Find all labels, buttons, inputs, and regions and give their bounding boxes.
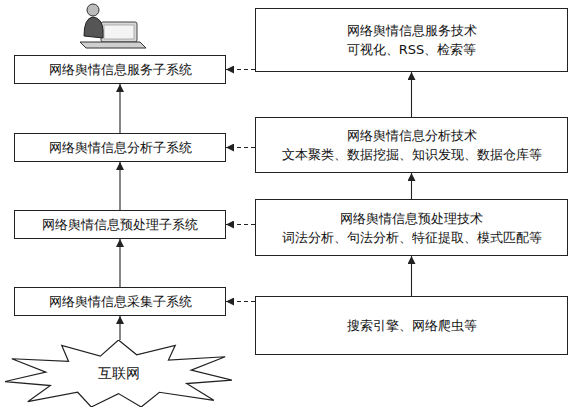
flow-arrow: [226, 224, 255, 225]
flow-arrow: [119, 316, 120, 340]
monitor-shape: [101, 22, 137, 42]
flow-arrow: [411, 173, 412, 199]
process-box: 网络舆情信息分析子系统: [14, 133, 226, 162]
body-shape: [84, 17, 103, 38]
node-title: 网络舆情信息分析技术: [347, 126, 477, 145]
desk-shape: [80, 42, 146, 48]
node-title: 搜索引擎、网络爬虫等: [347, 316, 477, 335]
node-title: 互联网: [98, 364, 140, 383]
user-icon: [80, 4, 146, 48]
node-title: 网络舆情信息服务技术: [347, 21, 477, 40]
flow-arrow: [119, 239, 120, 287]
flow-arrow: [226, 301, 255, 302]
node-title: 网络舆情信息分析子系统: [49, 138, 192, 157]
flow-arrow: [119, 84, 120, 133]
node-title: 网络舆情信息服务子系统: [49, 60, 192, 79]
node-body: 可视化、RSS、检索等: [347, 40, 477, 59]
flow-arrow: [411, 72, 412, 117]
flow-arrow: [119, 162, 120, 210]
head-shape: [87, 4, 99, 16]
node-title: 网络舆情信息预处理子系统: [42, 215, 198, 234]
flow-arrow: [226, 147, 255, 148]
process-box: 网络舆情信息服务子系统: [14, 55, 226, 84]
node-body: 文本聚类、数据挖掘、知识发现、数据仓库等: [282, 145, 542, 164]
process-box: 网络舆情信息采集子系统: [14, 287, 226, 316]
process-box: 网络舆情信息分析技术文本聚类、数据挖掘、知识发现、数据仓库等: [255, 117, 568, 173]
node-body: 词法分析、句法分析、特征提取、模式匹配等: [282, 228, 542, 247]
cloud-burst-node: 互联网: [5, 340, 232, 407]
flow-arrow: [411, 256, 412, 296]
burst-shape: [5, 340, 232, 407]
flow-arrow: [226, 69, 255, 70]
screen-shape: [104, 25, 134, 39]
process-box: 搜索引擎、网络爬虫等: [255, 296, 568, 355]
process-box: 网络舆情信息预处理技术词法分析、句法分析、特征提取、模式匹配等: [255, 199, 568, 256]
node-title: 网络舆情信息采集子系统: [49, 292, 192, 311]
node-title: 网络舆情信息预处理技术: [340, 209, 483, 228]
process-box: 网络舆情信息服务技术可视化、RSS、检索等: [255, 8, 568, 72]
process-box: 网络舆情信息预处理子系统: [14, 210, 226, 239]
